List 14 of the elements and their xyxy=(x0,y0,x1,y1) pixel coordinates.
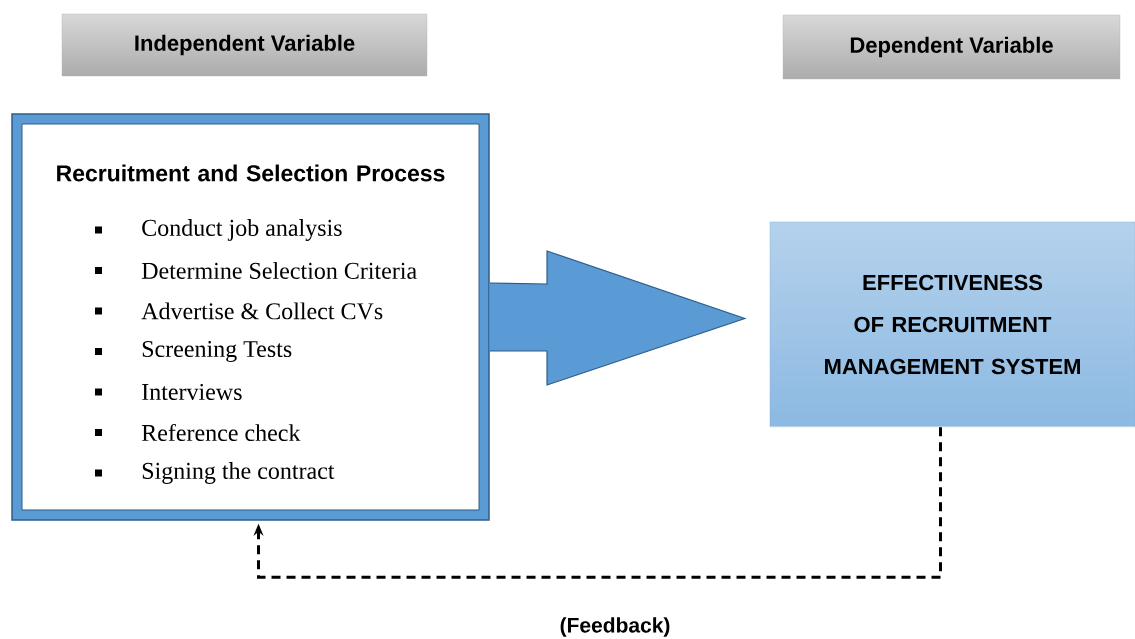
header-box: Dependent Variable xyxy=(782,14,1121,80)
box-heading: Recruitment and Selection Process xyxy=(57,164,445,182)
list-item: Advertise & Collect CVs xyxy=(141,302,383,320)
list-item: Screening Tests xyxy=(142,340,292,363)
outcome-box: EFFECTIVENESS OF RECRUITMENT MANAGEMENT SYSTEM xyxy=(769,221,1135,428)
list-item: Interviews xyxy=(142,383,242,401)
list-item: Signing the contract xyxy=(142,462,335,484)
list-item: Determine Selection Criteria xyxy=(141,262,417,279)
list-item: Reference check xyxy=(141,423,301,442)
list-item: Conduct job analysis xyxy=(142,219,342,241)
block-arrow xyxy=(489,250,747,386)
edge-label: (Feedback) xyxy=(560,617,670,637)
feedback-arrow xyxy=(253,427,942,579)
header-box: Independent Variable xyxy=(61,13,428,77)
